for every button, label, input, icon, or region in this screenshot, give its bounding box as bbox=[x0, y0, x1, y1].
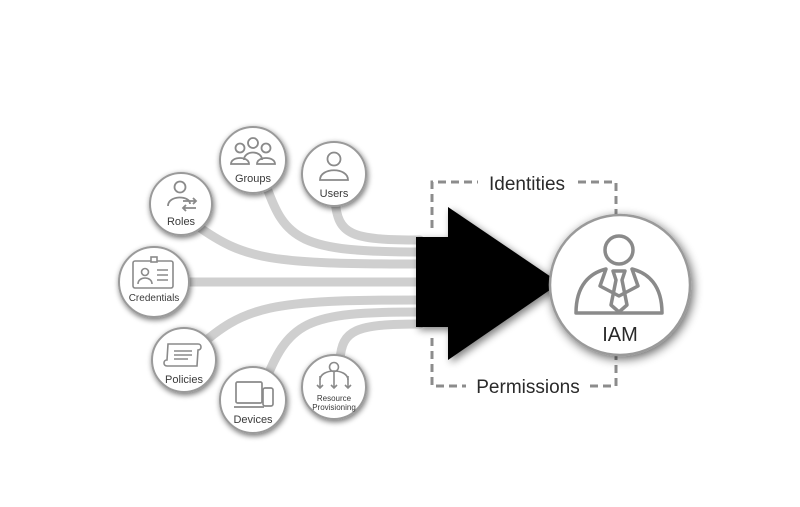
user-icon bbox=[319, 151, 349, 181]
permissions-label: Permissions bbox=[476, 377, 579, 398]
scroll-document-icon bbox=[163, 343, 202, 367]
iam-label: IAM bbox=[602, 324, 638, 346]
credentials-label: Credentials bbox=[129, 293, 180, 304]
policies-label: Policies bbox=[165, 374, 203, 386]
users-node: Users bbox=[301, 141, 367, 207]
users-label: Users bbox=[320, 188, 349, 200]
iam-person-icon bbox=[574, 234, 664, 315]
groups-node: Groups bbox=[219, 126, 287, 194]
resource-provisioning-label-line2: Provisioning bbox=[312, 403, 356, 412]
id-card-icon bbox=[132, 256, 174, 289]
roles-icon bbox=[167, 180, 198, 212]
credentials-node: Credentials bbox=[118, 246, 190, 318]
provisioning-icon bbox=[316, 361, 352, 390]
devices-node: Devices bbox=[219, 366, 287, 434]
resource-provisioning-label-line1: Resource bbox=[317, 394, 352, 403]
roles-node: Roles bbox=[149, 172, 213, 236]
groups-icon bbox=[230, 137, 276, 165]
groups-label: Groups bbox=[235, 173, 272, 185]
connector-lines bbox=[180, 180, 425, 395]
roles-label: Roles bbox=[167, 216, 196, 228]
devices-label: Devices bbox=[233, 414, 273, 426]
main-arrow bbox=[416, 207, 560, 360]
identities-label: Identities bbox=[489, 174, 565, 195]
devices-icon bbox=[234, 381, 274, 408]
resource-provisioning-node: Resource Provisioning bbox=[301, 354, 367, 420]
policies-node: Policies bbox=[151, 327, 217, 393]
iam-node: IAM bbox=[548, 213, 692, 357]
